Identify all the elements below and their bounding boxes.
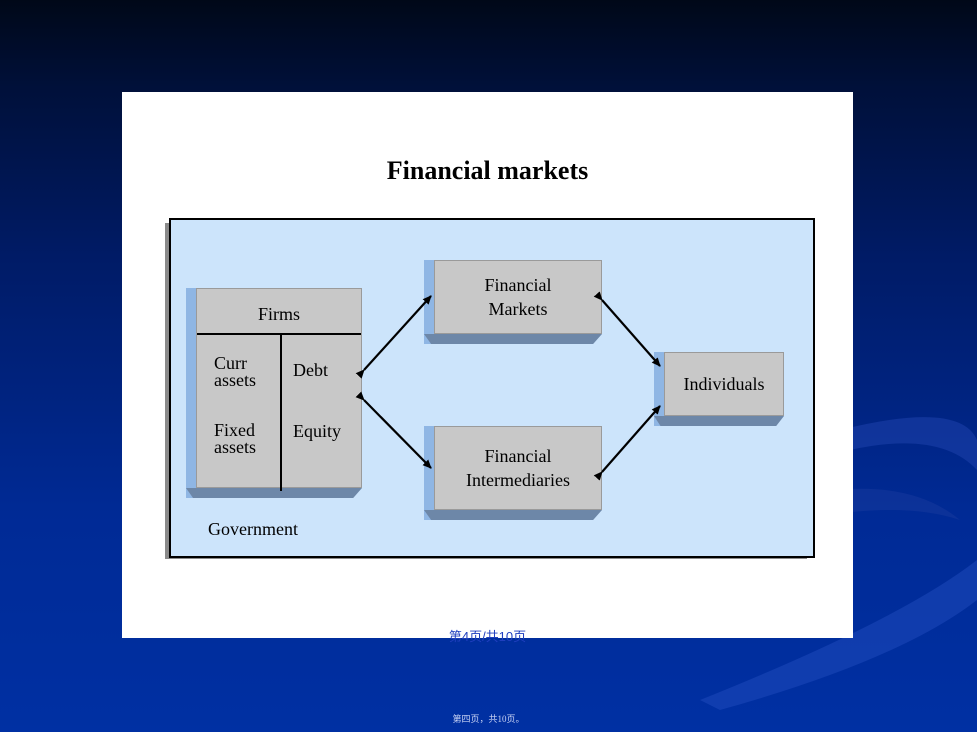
individuals-box: Individuals [654, 352, 786, 428]
arrow-firms-intermediaries [355, 391, 432, 469]
firms-face: Firms Curr assets Debt Fixed assets Equi… [196, 288, 362, 491]
firms-column-divider [280, 335, 282, 491]
curr-assets-label: Curr assets [214, 353, 256, 390]
individuals-label: Individuals [683, 374, 765, 394]
arrow-firms-markets [355, 295, 432, 379]
financial-intermediaries-box: Financial Intermediaries [424, 426, 604, 522]
financial-intermediaries-line2: Intermediaries [466, 470, 570, 490]
curr-assets-line1: Curr [214, 353, 247, 373]
firms-box: Firms Curr assets Debt Fixed assets Equi… [186, 288, 364, 502]
fixed-assets-line2: assets [214, 437, 256, 457]
financial-markets-box: Financial Markets [424, 260, 604, 346]
footer-text: 第四页，共10页。 [452, 714, 525, 724]
slide: Financial markets Firms Curr assets Debt… [122, 92, 853, 644]
firms-header: Firms [257, 304, 300, 324]
fixed-assets-label: Fixed assets [214, 420, 256, 457]
arrow-intermediaries-individuals [593, 405, 661, 481]
financial-intermediaries-line1: Financial [484, 446, 552, 466]
arrow-markets-individuals [593, 291, 661, 367]
slide-title: Financial markets [386, 156, 589, 185]
firms-header-divider [197, 333, 361, 335]
curr-assets-line2: assets [214, 370, 256, 390]
fixed-assets-line1: Fixed [214, 420, 256, 440]
debt-label: Debt [293, 360, 328, 380]
page-indicator: 第4页/共10页 [448, 629, 527, 644]
equity-label: Equity [293, 421, 341, 441]
flow-arrows [355, 291, 661, 481]
financial-markets-line1: Financial [484, 275, 552, 295]
financial-markets-line2: Markets [488, 299, 548, 319]
government-label: Government [208, 519, 298, 539]
